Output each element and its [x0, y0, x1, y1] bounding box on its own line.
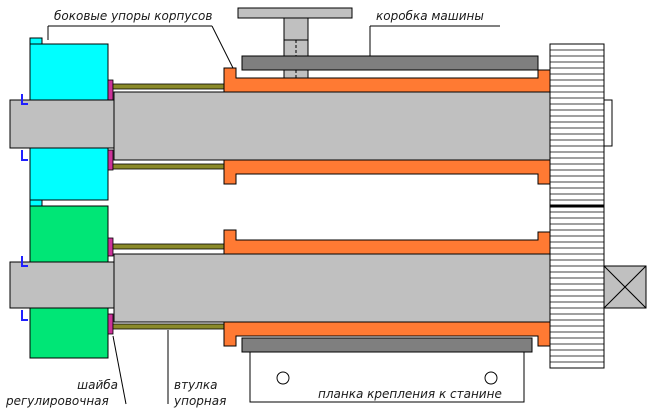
- label-sleeve-1: втулка: [174, 378, 217, 392]
- thrust-sleeve-bottom-2: [112, 323, 226, 330]
- label-washer-2: регулировочная: [5, 394, 109, 408]
- label-machine-box: коробка машины: [376, 9, 484, 23]
- top-machine-plate: [241, 55, 539, 71]
- label-mount-bar: планка крепления к станине: [318, 387, 502, 401]
- thrust-sleeve-top-2: [112, 163, 226, 170]
- label-side-stops: боковые упоры корпусов: [54, 9, 212, 23]
- top-shaft: [9, 91, 551, 161]
- thrust-sleeve-top-1: [112, 83, 226, 90]
- top-housing-upper: [223, 67, 551, 93]
- bottom-machine-plate: [241, 337, 533, 353]
- clip-top-2: [21, 150, 28, 161]
- bottom-shaft: [9, 253, 551, 323]
- washer-bottom-1: [107, 237, 114, 257]
- clip-bottom-2: [21, 310, 28, 321]
- washer-top-1: [107, 79, 114, 101]
- label-washer-1: шайба: [77, 378, 118, 392]
- clip-top-1: [21, 94, 28, 105]
- thrust-sleeve-bottom-1: [112, 243, 226, 250]
- clip-bottom-1: [21, 256, 28, 267]
- washer-bottom-2: [107, 313, 114, 335]
- label-sleeve-2: упорная: [173, 394, 226, 408]
- bottom-housing-upper: [223, 229, 551, 255]
- callout-sleeve: втулка упорная: [167, 330, 226, 408]
- mount-hole-right: [484, 371, 498, 385]
- washer-top-2: [107, 149, 114, 171]
- top-housing-lower: [223, 159, 551, 185]
- callout-machine-box: коробка машины: [369, 9, 500, 60]
- square-shaft-end: [603, 265, 647, 309]
- mounting-bar: планка крепления к станине: [249, 351, 525, 403]
- gear-wheel: [549, 43, 613, 369]
- callout-side-stops: боковые упоры корпусов: [47, 9, 235, 71]
- callout-washer: шайба регулировочная: [5, 335, 127, 408]
- mount-hole-left: [276, 371, 290, 385]
